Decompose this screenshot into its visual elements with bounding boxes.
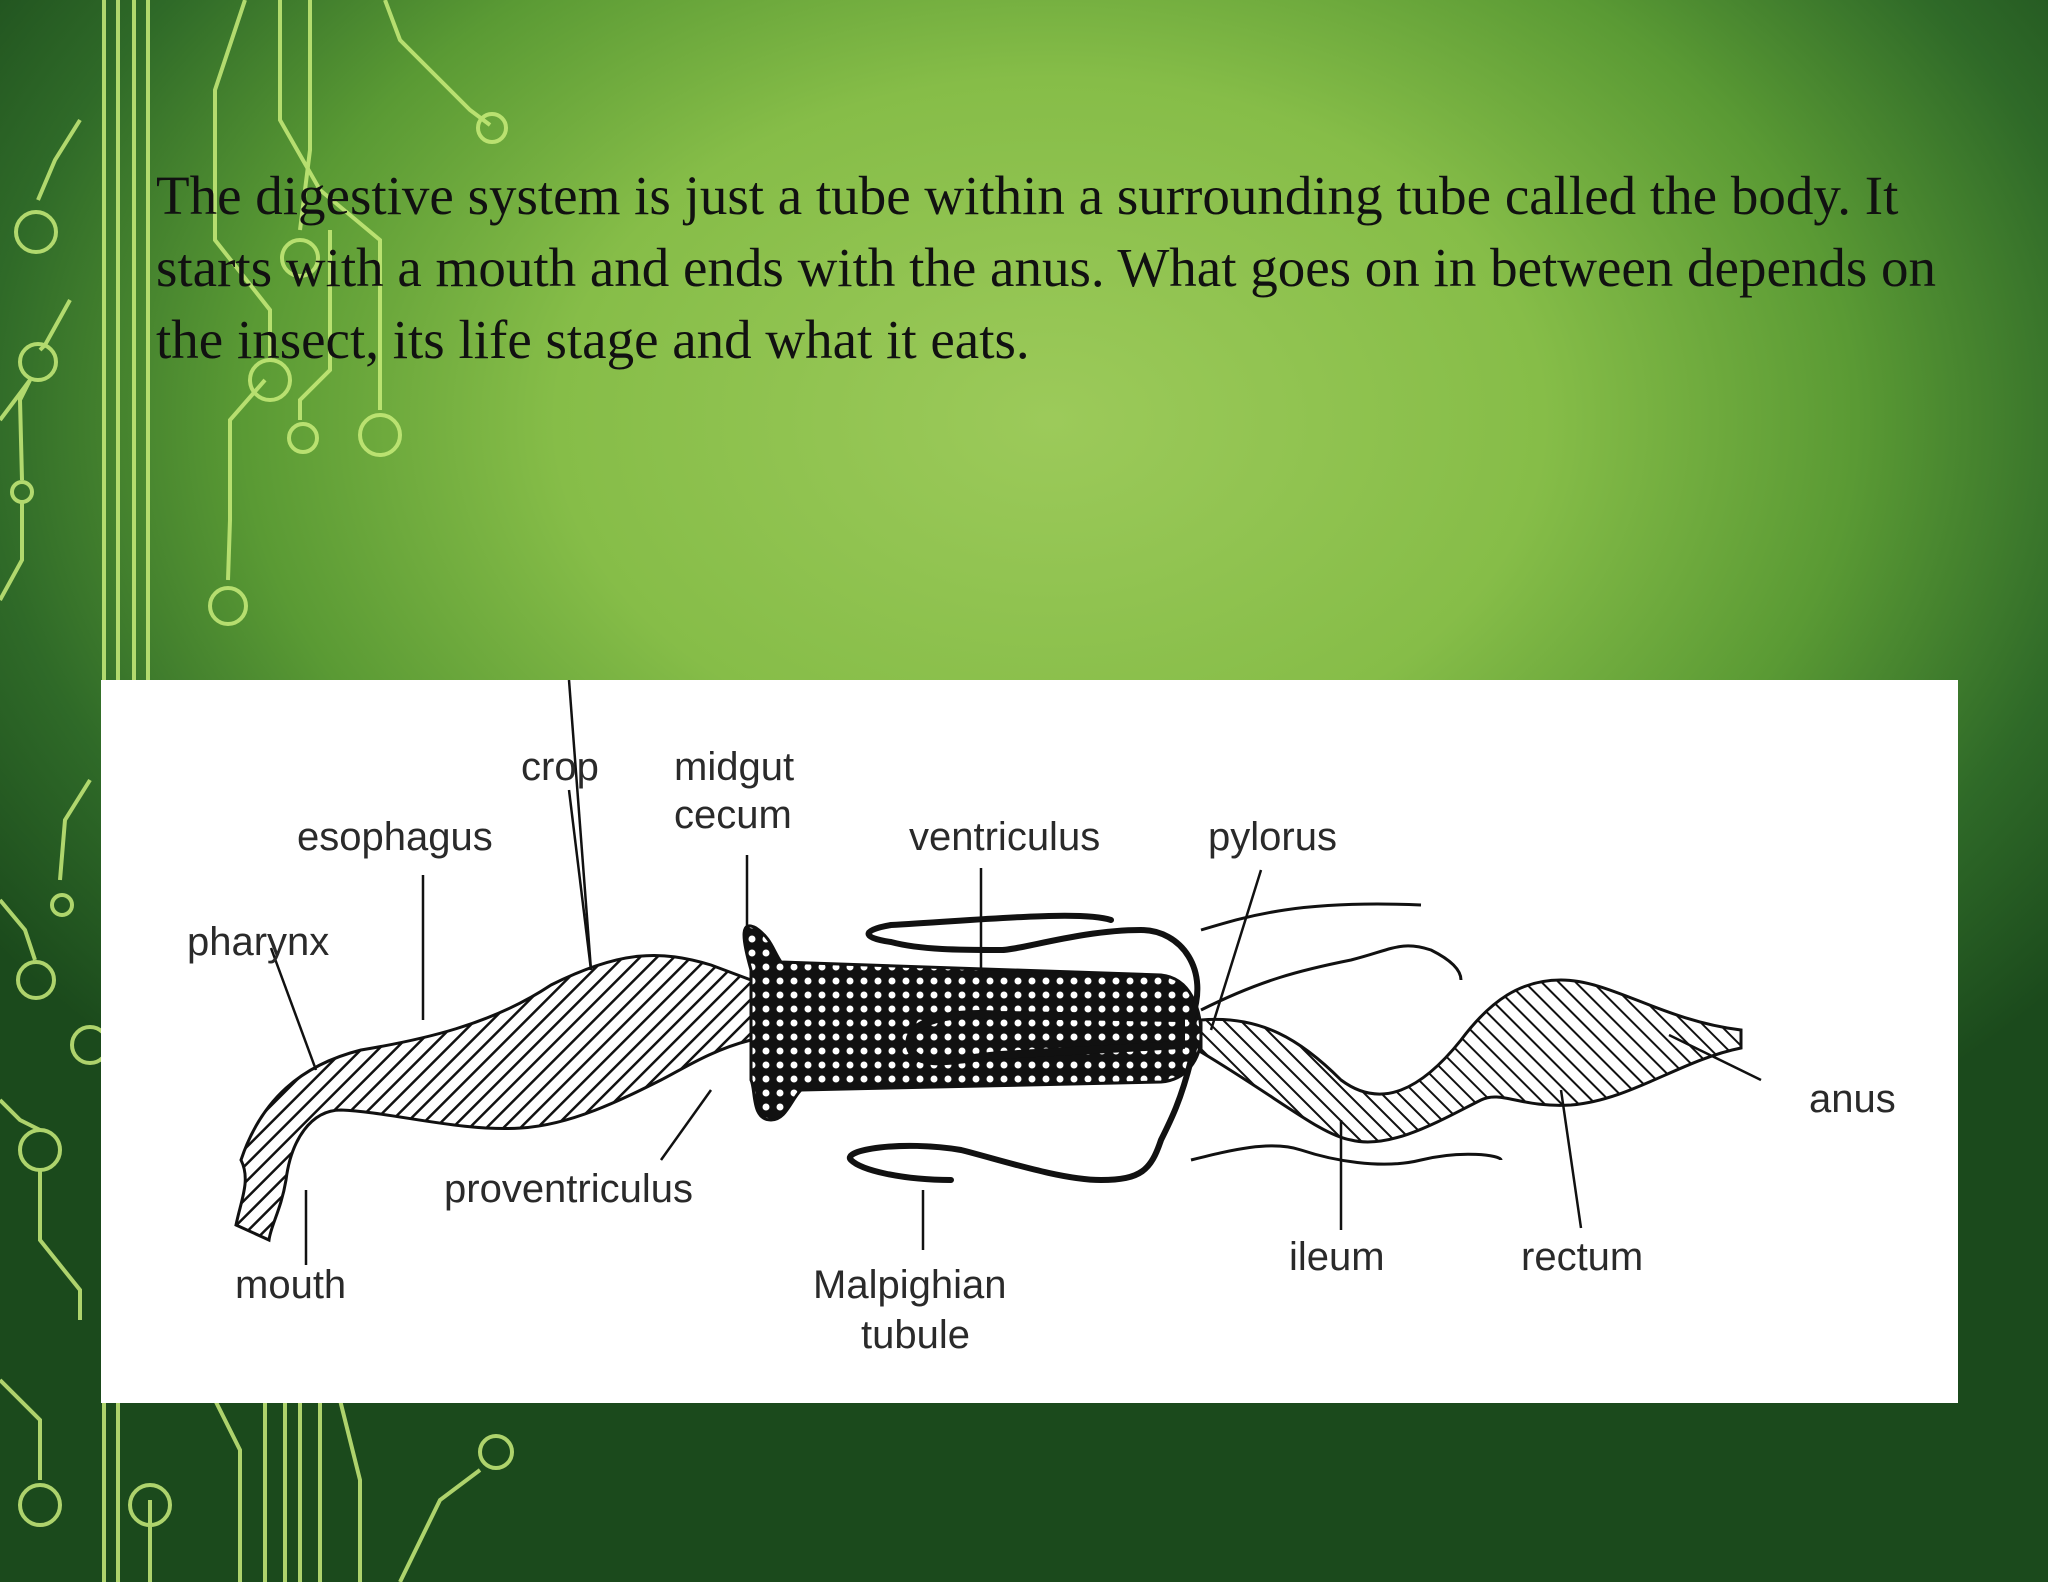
label-esophagus: esophagus	[297, 815, 493, 859]
label-tubule: tubule	[861, 1313, 970, 1357]
label-pylorus: pylorus	[1208, 815, 1337, 859]
label-anus: anus	[1809, 1077, 1896, 1121]
label-ventriculus: ventriculus	[909, 815, 1100, 859]
ventriculus-shape	[742, 924, 1203, 1122]
label-pharynx: pharynx	[187, 920, 329, 964]
body-text: The digestive system is just a tube with…	[156, 165, 1937, 370]
label-midgut: midgut	[674, 745, 794, 789]
label-proventriculus: proventriculus	[444, 1167, 693, 1211]
hindgut-shape	[1199, 978, 1743, 1144]
label-ileum: ileum	[1289, 1235, 1385, 1279]
label-crop: crop	[521, 745, 599, 789]
label-malpighian: Malpighian	[813, 1263, 1006, 1307]
foregut-shape	[234, 954, 753, 1243]
label-cecum: cecum	[674, 793, 792, 837]
digestive-system-diagram: crop midgut cecum esophagus ventriculus …	[101, 680, 1958, 1403]
label-mouth: mouth	[235, 1263, 346, 1307]
label-rectum: rectum	[1521, 1235, 1643, 1279]
